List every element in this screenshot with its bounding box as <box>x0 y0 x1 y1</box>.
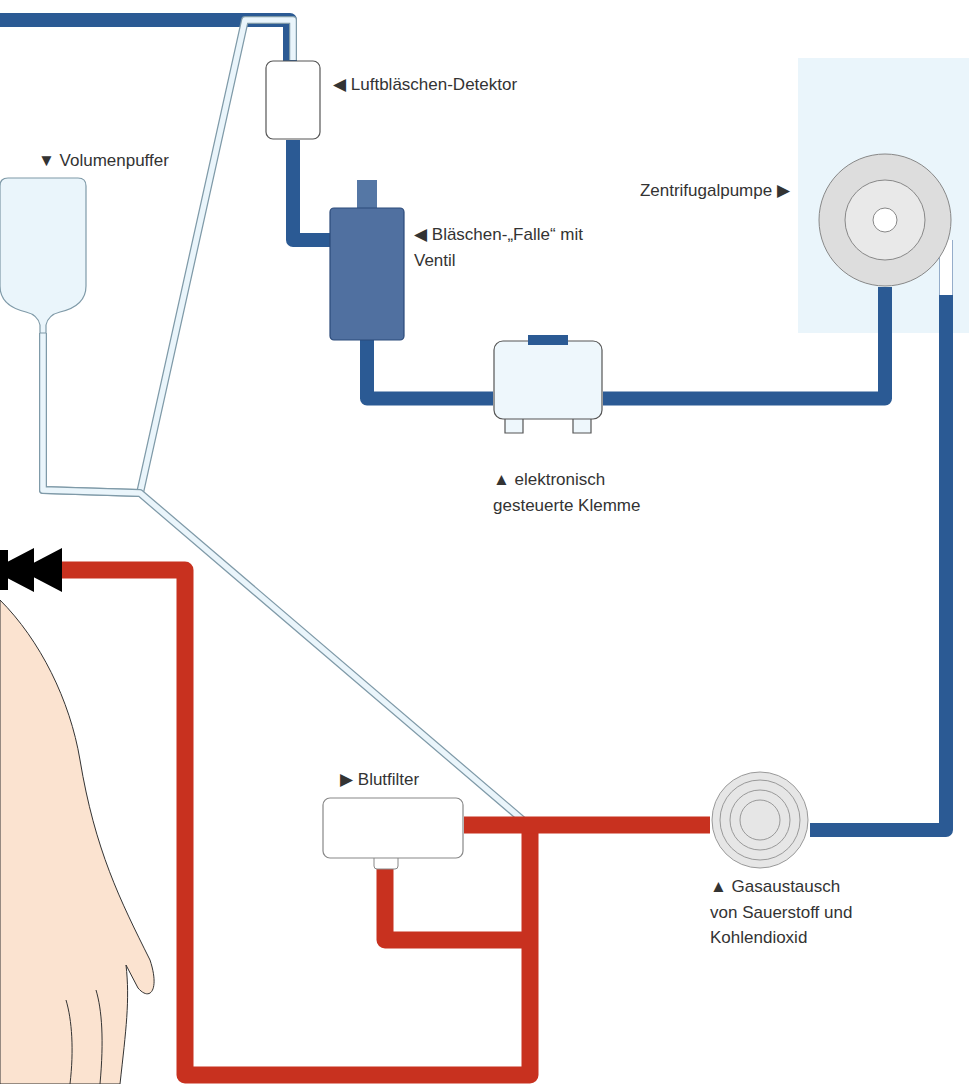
pump-node: Zentrifugalpumpe ▶ <box>818 153 952 287</box>
bubble-detector <box>266 61 320 139</box>
clamp-node: ▲ elektronisch gesteuerte Klemme <box>493 335 603 438</box>
pump-ring <box>873 208 897 232</box>
part-label: ▲ Gasaustausch von Sauerstoff und Kohlen… <box>710 874 870 951</box>
blood-filter <box>323 798 463 858</box>
clamp-bar <box>528 335 568 345</box>
flow-arrowheads <box>0 548 62 592</box>
part-label: ▲ elektronisch gesteuerte Klemme <box>493 467 668 518</box>
oxygenator-ring <box>720 780 800 860</box>
part-label: ▶ Blutfilter <box>340 767 419 793</box>
clamp-feet <box>505 418 591 433</box>
oxygenator-ring <box>730 790 790 850</box>
volume-bag <box>0 178 86 333</box>
blood-tube <box>293 140 330 240</box>
blood-tube <box>464 817 710 834</box>
patient-skin <box>0 600 154 1084</box>
part-label: ◀ Bläschen-„Falle“ mit Ventil <box>414 222 589 273</box>
oxygenator-node: ▲ Gasaustausch von Sauerstoff und Kohlen… <box>710 770 810 870</box>
part-label: Zentrifugalpumpe ▶ <box>578 178 790 204</box>
clamp-shape <box>493 335 603 438</box>
part-label: ▼ Volumenpuffer <box>38 148 169 174</box>
blood-tube <box>603 287 885 399</box>
detector-node: ◀ Luftbläschen-Detektor <box>265 60 321 140</box>
arterial-tube <box>60 570 530 1075</box>
oxygenator-shape <box>710 770 810 870</box>
oxygenator-ring <box>740 800 780 840</box>
clamp-body <box>494 341 602 419</box>
buffer-line <box>43 333 525 822</box>
pump-ring <box>819 154 951 286</box>
trap-valve <box>357 180 377 210</box>
patient-fingers <box>66 990 102 1084</box>
bag-node: ▼ Volumenpuffer <box>0 178 86 333</box>
bubble-trap <box>330 208 404 340</box>
filter-node: ▶ Blutfilter <box>322 797 464 871</box>
blood-tube <box>810 240 946 830</box>
filter-shape <box>322 797 464 871</box>
bag-shape <box>0 178 86 333</box>
buffer-line-fill <box>43 333 525 822</box>
oxygenator-ring <box>712 772 808 868</box>
pump-ring <box>845 180 925 260</box>
buffer-line-outline <box>43 333 525 822</box>
part-label: ◀ Luftbläschen-Detektor <box>333 72 517 98</box>
pump-shape <box>818 153 952 287</box>
detector-shape <box>265 60 321 140</box>
trap-node: ◀ Bläschen-„Falle“ mit Ventil <box>330 180 404 340</box>
blood-tube <box>367 340 493 399</box>
trap-shape <box>330 180 404 340</box>
